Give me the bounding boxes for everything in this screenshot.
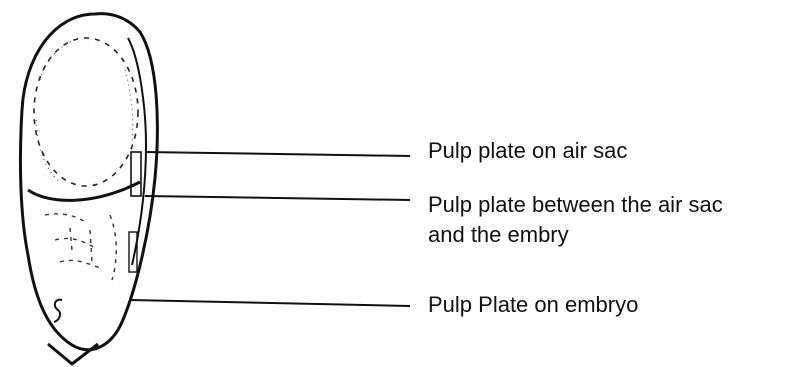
label-pulp-plate-air-sac: Pulp plate on air sac bbox=[428, 138, 628, 163]
egg-inner-contour bbox=[127, 37, 148, 266]
leader-line-embryo bbox=[129, 299, 411, 307]
egg-tip bbox=[47, 342, 99, 366]
leader-line-air-sac bbox=[144, 151, 411, 157]
label-pulp-plate-between-line-1: Pulp plate between the air sac bbox=[428, 192, 723, 217]
pulp-plate-strip-lower bbox=[128, 231, 138, 273]
air-sac-ellipse bbox=[33, 37, 139, 187]
label-pulp-plate-embryo: Pulp Plate on embryo bbox=[428, 292, 639, 317]
leader-line-between bbox=[144, 195, 411, 201]
embryo-shading bbox=[44, 213, 117, 281]
air-sac-boundary bbox=[27, 180, 141, 202]
pulp-plate-strip bbox=[130, 151, 142, 197]
label-pulp-plate-between-line-2: and the embry bbox=[428, 222, 569, 247]
embryo-curl bbox=[53, 298, 63, 323]
air-sac-stipple bbox=[35, 39, 134, 183]
